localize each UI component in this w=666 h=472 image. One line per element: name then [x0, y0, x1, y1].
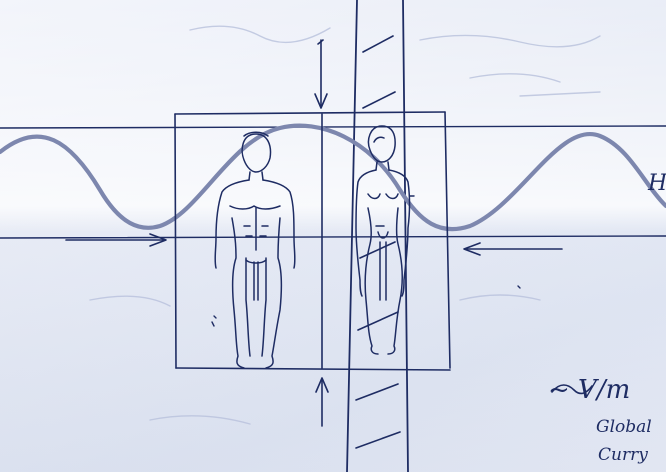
male-figure-icon: [215, 132, 295, 368]
arrow-up-icon: [316, 378, 328, 426]
arrow-down-icon: [315, 40, 327, 108]
wave-curve: [0, 126, 666, 230]
upper-reference-line: [0, 126, 666, 128]
wave-tag-label: H: [647, 171, 666, 196]
arrow-right-icon: [66, 234, 166, 246]
female-figure-icon: [356, 126, 410, 354]
annotation-line-1: Global: [596, 417, 652, 437]
unit-label: ~ V/m: [548, 375, 630, 405]
arrow-left-icon: [464, 243, 562, 255]
annotation-line-2: Curry: [598, 445, 648, 465]
lower-reference-line: [0, 236, 666, 238]
